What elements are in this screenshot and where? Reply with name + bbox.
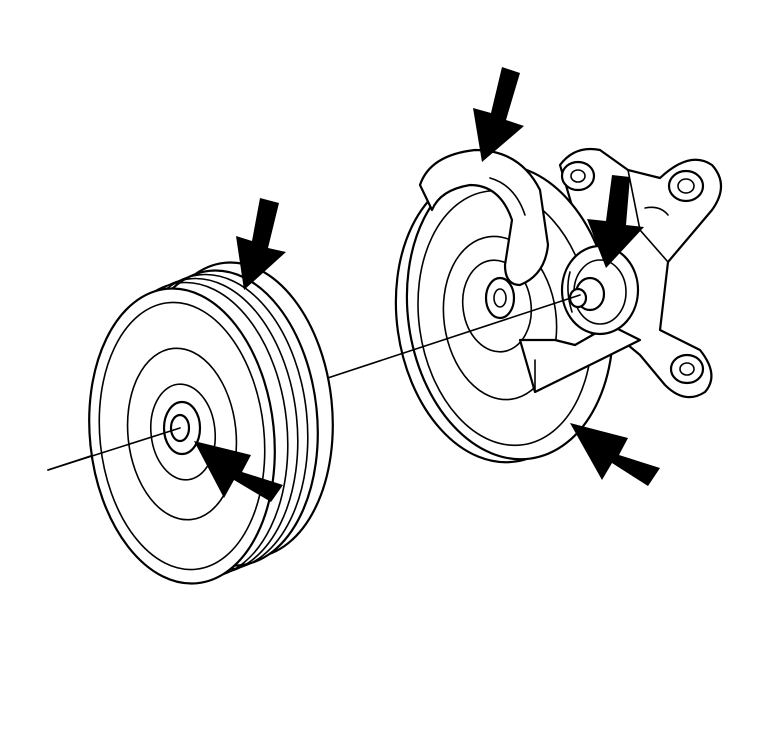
arrow-icon: [587, 175, 644, 268]
arrow-icon: [570, 423, 660, 486]
arrow-icon: [236, 198, 286, 290]
callout-arrows: [194, 67, 660, 502]
idler-pulley: [88, 261, 334, 585]
tensioner-pivot: [560, 244, 640, 336]
arrow-icon: [473, 67, 524, 162]
arrow-icon: [194, 441, 283, 502]
center-axis-line-front: [47, 427, 181, 471]
mounting-bracket: [558, 147, 723, 399]
tensioner-arm: [418, 148, 642, 394]
tensioner-assembly: [394, 147, 723, 464]
